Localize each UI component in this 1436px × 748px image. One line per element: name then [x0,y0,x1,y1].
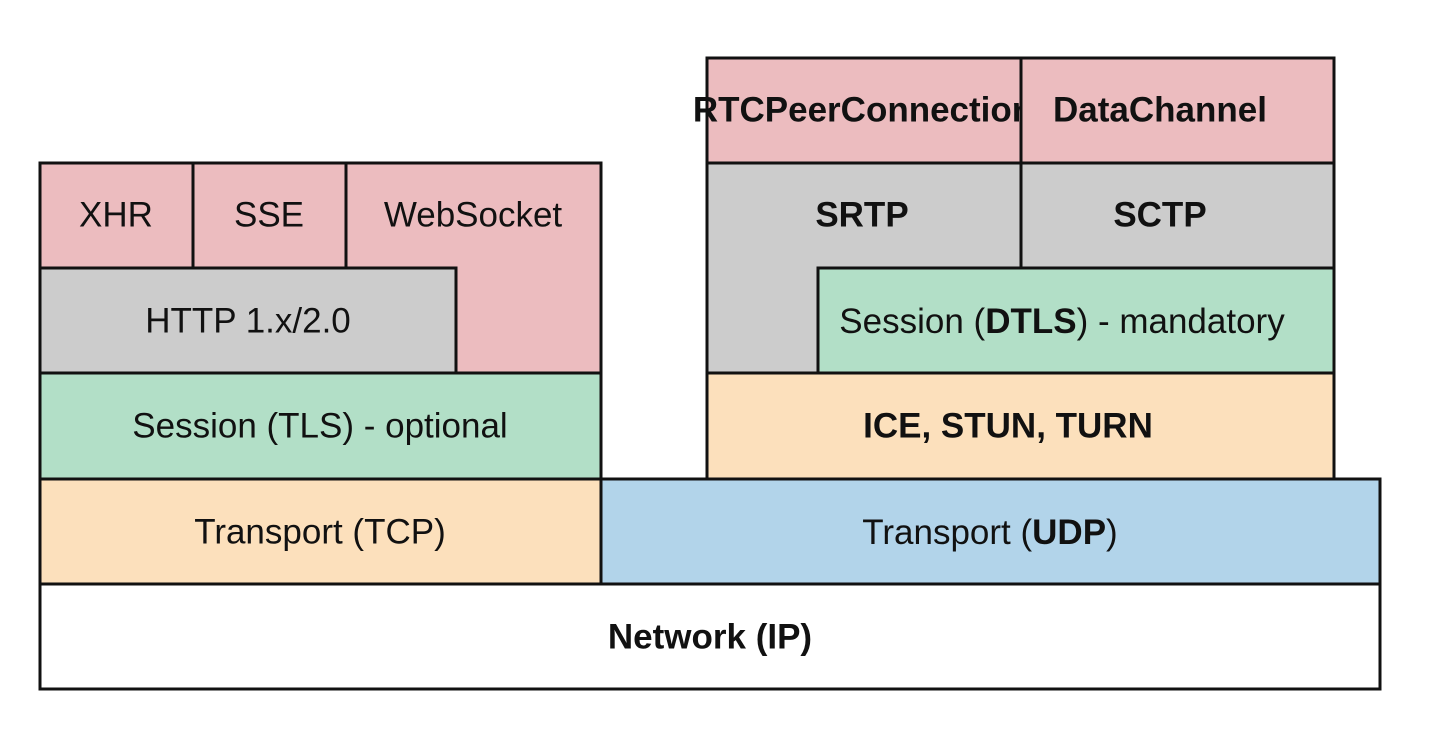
session-dtls-layer [816,266,1336,375]
sse-label: SSE [234,196,304,235]
transport-tcp-label: Transport (TCP) [194,513,446,552]
srtp-label: SRTP [815,196,908,235]
datachannel-block [1019,56,1336,165]
sctp-block [1019,161,1336,270]
session-tls-layer [38,371,603,481]
websocket-label: WebSocket [384,196,563,235]
http-layer [38,266,458,375]
datachannel-label: DataChannel [1053,91,1267,130]
ice-stun-turn-label: ICE, STUN, TURN [863,407,1153,446]
network-layer [38,582,1382,691]
http-label: HTTP 1.x/2.0 [145,302,351,341]
transport-udp-label: Transport (UDP) [862,513,1117,552]
session-tls-label: Session (TLS) - optional [132,407,507,446]
rtcpeerconnection-block [705,56,1023,165]
network-label: Network (IP) [608,618,812,657]
sse-block [191,161,348,270]
sctp-label: SCTP [1113,196,1206,235]
rtcpeerconnection-label: RTCPeerConnection [693,91,1033,130]
session-dtls-label: Session (DTLS) - mandatory [839,302,1285,341]
transport-tcp-layer [38,477,603,586]
xhr-label: XHR [79,196,153,235]
